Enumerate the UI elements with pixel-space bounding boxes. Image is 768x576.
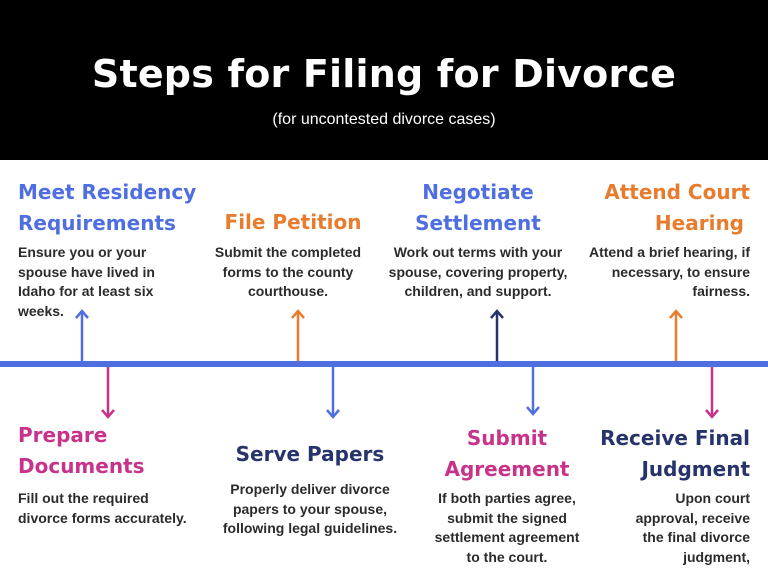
step-description-line: Ensure you or your: [18, 244, 147, 260]
arrow-down-prepare: [101, 367, 115, 419]
step-title-line: Documents: [18, 454, 145, 478]
arrow-up-hearing: [669, 309, 683, 361]
step-title: Serve Papers: [220, 439, 400, 470]
header-banner: Steps for Filing for Divorce (for uncont…: [0, 0, 768, 160]
step-title: Submit Agreement: [428, 423, 586, 485]
step-title: Receive Final Judgment: [580, 423, 750, 485]
step-title-line: Serve Papers: [235, 442, 385, 466]
step-description-line: If both parties agree,: [438, 490, 576, 506]
step-description-line: weeks.: [18, 302, 64, 319]
step-description-line: spouse, covering property,: [388, 263, 568, 280]
arrow-up-settlement: [490, 309, 504, 361]
page-title: Steps for Filing for Divorce: [91, 52, 677, 96]
step-title: Attend Court Hearing: [578, 177, 750, 239]
step-title-line: Negotiate: [422, 180, 534, 204]
arrow-down-judgment: [705, 367, 719, 419]
step-title-line: Prepare: [18, 423, 108, 447]
step-description: Submit the completed forms to the county…: [200, 243, 376, 302]
step-title-line: Settlement: [415, 211, 541, 235]
step-title-line: Judgment: [641, 457, 750, 481]
step-description-line: children, and support.: [404, 283, 552, 299]
step-title: Meet Residency Requirements: [18, 177, 218, 239]
step-description: Work out terms with your spouse, coverin…: [380, 243, 576, 302]
step-title: Negotiate Settlement: [398, 177, 558, 239]
step-description-line: approval, receive: [635, 509, 750, 526]
step-description-line: Submit the completed: [214, 244, 362, 260]
step-description-line: Attend a brief hearing, if: [588, 244, 750, 260]
step-description-line: papers to your spouse,: [232, 500, 388, 517]
step-description-line: submit the signed: [447, 509, 567, 526]
step-description-line: forms to the county: [222, 263, 354, 280]
step-title: File Petition: [208, 207, 378, 238]
step-description-line: settlement agreement: [434, 529, 580, 545]
step-title-line: File Petition: [224, 210, 362, 234]
step-description-line: to the court.: [466, 548, 548, 565]
step-description-line: following legal guidelines.: [222, 520, 398, 536]
arrow-down-submit: [526, 367, 540, 416]
step-description-line: courthouse.: [247, 283, 329, 299]
step-description: Properly deliver divorce papers to your …: [210, 480, 410, 539]
step-description-line: the final divorce: [642, 529, 750, 545]
step-description-line: Properly deliver divorce: [230, 481, 390, 497]
step-title-line: Receive Final: [600, 426, 750, 450]
step-description: If both parties agree, submit the signed…: [422, 489, 592, 567]
page-subtitle: (for uncontested divorce cases): [272, 111, 496, 128]
step-title-line: Attend Court: [604, 180, 750, 204]
step-description-line: spouse have lived in: [18, 263, 155, 280]
step-title-line: Meet Residency: [18, 180, 197, 204]
step-title-line: Hearing: [654, 211, 744, 235]
step-description-line: judgment,: [683, 548, 750, 565]
step-description-line: Idaho for at least six: [18, 283, 154, 299]
step-description-line: divorce forms accurately.: [18, 509, 187, 526]
step-description-line: Upon court: [675, 490, 750, 506]
timeline-line: [0, 361, 768, 367]
step-title: Prepare Documents: [18, 420, 208, 482]
step-description-line: Work out terms with your: [393, 244, 563, 260]
step-description: Ensure you or your spouse have lived in …: [18, 243, 208, 321]
step-description-line: Fill out the required: [18, 490, 149, 506]
arrow-up-petition: [291, 309, 305, 361]
step-title-line: Agreement: [444, 457, 570, 481]
step-description-line: fairness.: [692, 283, 750, 299]
step-title-line: Requirements: [18, 211, 176, 235]
step-description: Attend a brief hearing, if necessary, to…: [574, 243, 750, 302]
step-description: Upon court approval, receive the final d…: [600, 489, 750, 567]
step-title-line: Submit: [466, 426, 548, 450]
arrow-down-serve: [326, 367, 340, 419]
step-description-line: necessary, to ensure: [611, 263, 750, 280]
step-description: Fill out the required divorce forms accu…: [18, 489, 208, 528]
